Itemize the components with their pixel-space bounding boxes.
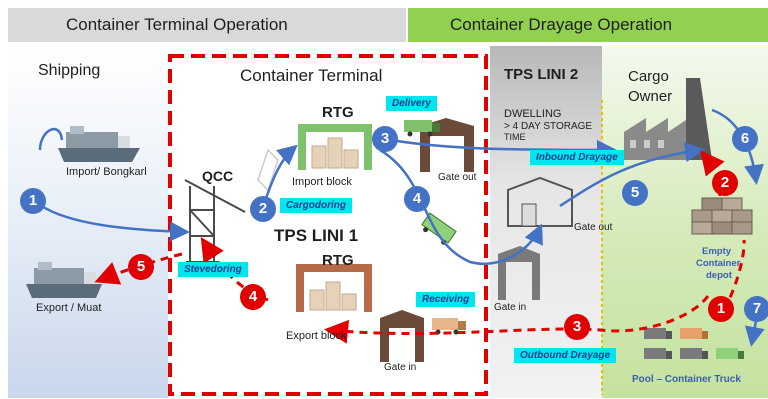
cargodoring-tag: Cargodoring bbox=[280, 198, 352, 213]
flow-blue-import-start bbox=[38, 127, 64, 151]
step-blue-4: 4 bbox=[404, 186, 430, 212]
gate-out-terminal-label: Gate out bbox=[438, 172, 477, 183]
export-ship-icon bbox=[26, 262, 102, 298]
dwelling-label-line2: > 4 DAY STORAGE bbox=[504, 121, 593, 132]
tps-lini-2-title: TPS LINI 2 bbox=[504, 66, 579, 83]
import-block-label: Import block bbox=[292, 176, 352, 188]
import-label: Import/ Bongkarl bbox=[66, 166, 147, 178]
qcc-label: QCC bbox=[202, 168, 234, 184]
step-blue-3: 3 bbox=[372, 126, 398, 152]
export-label: Export / Muat bbox=[36, 302, 102, 314]
import-ship-icon bbox=[58, 126, 140, 162]
flow-red-1 bbox=[722, 239, 746, 311]
receiving-tag: Receiving bbox=[416, 292, 476, 307]
step-red-2: 2 bbox=[712, 170, 738, 196]
step-red-4: 4 bbox=[240, 284, 266, 310]
empty-depot-label-line1: Empty bbox=[702, 246, 732, 257]
pool-trucks-icon bbox=[644, 328, 744, 359]
truck-icon-receiving bbox=[432, 318, 466, 335]
container-terminal-title: Container Terminal bbox=[240, 66, 383, 85]
step-red-1: 1 bbox=[708, 296, 734, 322]
dwelling-label-line1: DWELLING bbox=[504, 108, 562, 120]
outbound-drayage-tag: Outbound Drayage bbox=[514, 348, 617, 363]
flow-blue-5 bbox=[559, 142, 705, 208]
gate-in-tps2-label: Gate in bbox=[494, 302, 527, 313]
factory-icon bbox=[624, 78, 712, 160]
terminal-operation-header: Container Terminal Operation bbox=[8, 8, 406, 42]
truck-icon-delivery bbox=[404, 120, 440, 137]
export-block-label: Export block bbox=[286, 330, 347, 342]
empty-depot-label-line3: depot bbox=[706, 270, 732, 281]
rtg-top-label: RTG bbox=[322, 104, 354, 121]
shipping-title: Shipping bbox=[38, 62, 101, 79]
ghost-crane-icon bbox=[257, 148, 279, 192]
gate-in-icon bbox=[380, 310, 424, 362]
flow-blue-4 bbox=[379, 148, 543, 265]
gate-in-terminal-label: Gate in bbox=[384, 362, 417, 373]
tps-lini-1-title: TPS LINI 1 bbox=[274, 226, 359, 245]
empty-depot-label-line2: Container bbox=[696, 258, 741, 269]
terminal-operation-title: Container Terminal Operation bbox=[66, 15, 288, 34]
flow-red-4 bbox=[200, 236, 269, 302]
flow-blue-3 bbox=[379, 136, 617, 160]
step-red-5: 5 bbox=[128, 254, 154, 280]
gate-out-tps2-label: Gate out bbox=[574, 222, 613, 233]
step-blue-5: 5 bbox=[622, 180, 648, 206]
inbound-drayage-tag: Inbound Drayage bbox=[530, 150, 624, 165]
flow-blue-1 bbox=[39, 203, 190, 242]
drayage-operation-header: Container Drayage Operation bbox=[408, 8, 768, 42]
warehouse-icon bbox=[507, 176, 573, 227]
rtg-bottom-label: RTG bbox=[322, 252, 354, 269]
drayage-operation-title: Container Drayage Operation bbox=[450, 15, 673, 34]
rtg-bottom-icon bbox=[296, 264, 372, 312]
step-blue-7: 7 bbox=[744, 296, 768, 322]
step-red-3: 3 bbox=[564, 314, 590, 340]
cargo-owner-title-line2: Owner bbox=[628, 88, 673, 105]
delivery-tag: Delivery bbox=[386, 96, 437, 111]
step-blue-6: 6 bbox=[732, 126, 758, 152]
crane-icon bbox=[184, 179, 246, 263]
step-blue-2: 2 bbox=[250, 196, 276, 222]
cargo-owner-title-line1: Cargo bbox=[628, 68, 669, 85]
rtg-top-icon bbox=[298, 124, 372, 170]
stevedoring-tag: Stevedoring bbox=[178, 262, 248, 277]
pool-container-truck-label: Pool – Container Truck bbox=[632, 374, 741, 385]
dwelling-label-line3: TIME bbox=[504, 132, 526, 142]
gate-in-tps2-icon bbox=[498, 246, 540, 300]
step-blue-1: 1 bbox=[20, 188, 46, 214]
container-stack-icon bbox=[691, 197, 753, 235]
truck-icon-transit bbox=[421, 212, 457, 245]
